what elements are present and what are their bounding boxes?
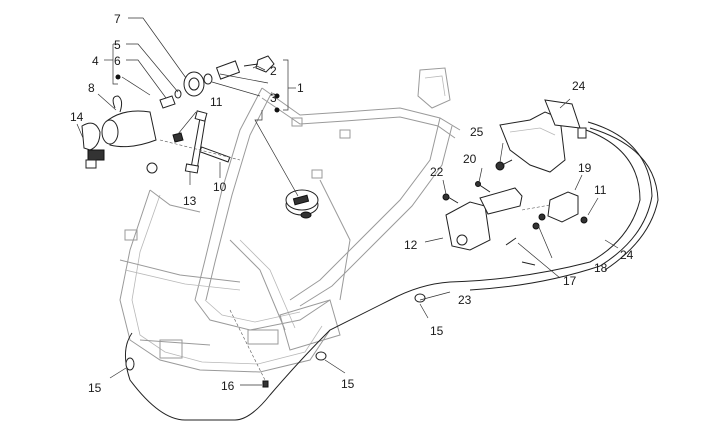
callout-11-right: 11 [594, 183, 607, 197]
pin [199, 146, 231, 163]
callout-15-left: 15 [88, 381, 102, 395]
t-handle-assembly [159, 110, 241, 174]
callout-11: 11 [210, 95, 223, 109]
callout-2: 2 [270, 64, 277, 78]
clamp [81, 122, 101, 151]
callout-12: 12 [404, 238, 418, 252]
seat-lock-loop [479, 187, 523, 215]
leader-lines [76, 17, 619, 386]
callout-22: 22 [430, 165, 444, 179]
o-ring [203, 73, 213, 85]
seat-lock-body [445, 201, 491, 251]
lock-housing [107, 110, 157, 148]
callout-17: 17 [563, 274, 577, 288]
callout-8: 8 [88, 81, 95, 95]
fuel-cap [285, 189, 319, 219]
callout-7: 7 [114, 12, 121, 26]
nut [172, 132, 184, 143]
lock-barrel [215, 60, 241, 80]
cable-clip [315, 351, 327, 361]
t-handle [190, 114, 207, 171]
actuator [547, 191, 579, 223]
callout-15-middle: 15 [341, 377, 355, 391]
grommet [262, 380, 269, 388]
cable-23 [125, 129, 641, 421]
ignition-lock-assembly [81, 55, 275, 174]
callout-3: 3 [270, 91, 277, 105]
group-1-bullet [274, 93, 280, 99]
seat-lock-assembly [442, 99, 588, 251]
release-cables [125, 121, 659, 421]
seat-lock-bracket [499, 111, 566, 173]
callout-13: 13 [183, 194, 197, 208]
callout-10: 10 [213, 180, 227, 194]
callout-labels: 7 5 6 4 2 3 1 8 11 14 10 13 24 25 20 22 … [70, 12, 634, 395]
callout-4: 4 [92, 54, 99, 68]
group-4-bullet [115, 74, 121, 80]
callout-19: 19 [578, 161, 592, 175]
callout-5: 5 [114, 38, 121, 52]
callout-1: 1 [297, 81, 304, 95]
callout-16: 16 [221, 379, 235, 393]
callout-6: 6 [114, 54, 121, 68]
callout-18: 18 [594, 261, 608, 275]
cable-loop [112, 95, 123, 113]
callout-25: 25 [470, 125, 484, 139]
callout-23: 23 [458, 293, 472, 307]
cap-ball [146, 162, 158, 174]
callout-20: 20 [463, 152, 477, 166]
scooter-frame [119, 67, 461, 373]
group-1-bullet [274, 107, 280, 113]
cable-clip [125, 357, 135, 371]
callout-24-top: 24 [572, 79, 586, 93]
key-blade [243, 63, 259, 67]
callout-15-right: 15 [430, 324, 444, 338]
callout-14: 14 [70, 110, 84, 124]
cable-clip [414, 293, 426, 303]
callout-24-bottom: 24 [620, 248, 634, 262]
